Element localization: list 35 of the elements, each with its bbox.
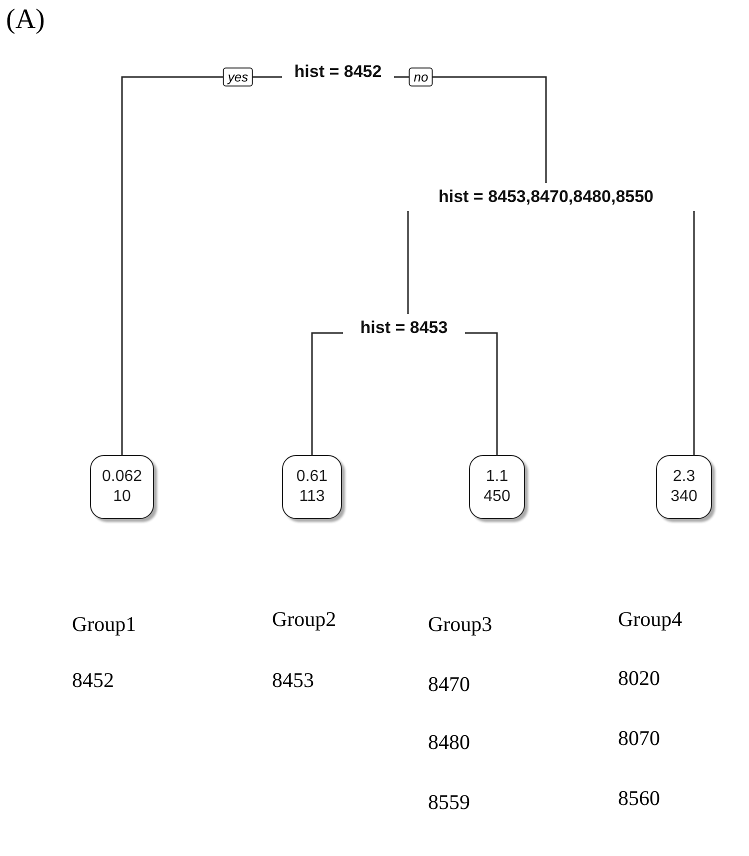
group-text: 8480 — [428, 730, 470, 755]
edge-label: yes — [222, 68, 254, 86]
connector-line — [465, 332, 498, 455]
split-label: hist = 8452 — [282, 58, 394, 86]
group-text: 8559 — [428, 790, 470, 815]
connector-line — [693, 211, 695, 455]
connector-line — [311, 332, 343, 455]
group-text: Group4 — [618, 607, 682, 632]
panel-label: (A) — [6, 4, 45, 36]
leaf-node — [469, 455, 525, 519]
group-text: 8020 — [618, 666, 660, 691]
node-value: 1.1 — [486, 467, 508, 487]
group-text: Group3 — [428, 612, 492, 637]
group-text: 8560 — [618, 786, 660, 811]
connector-line — [407, 211, 409, 314]
edge-label: no — [408, 68, 434, 86]
connector-line — [121, 76, 282, 455]
group-text: 8470 — [428, 672, 470, 697]
node-value: 0.062 — [102, 467, 142, 487]
group-text: 8452 — [72, 668, 114, 693]
group-text: Group1 — [72, 612, 136, 637]
node-count: 113 — [299, 487, 325, 507]
group-text: Group2 — [272, 607, 336, 632]
node-value: 0.61 — [296, 467, 328, 487]
group-text: 8070 — [618, 726, 660, 751]
node-value: 2.3 — [672, 467, 696, 487]
node-count: 450 — [484, 487, 510, 507]
node-count: 10 — [113, 487, 131, 507]
split-label: hist = 8453,8470,8480,8550 — [388, 183, 704, 211]
split-label: hist = 8453 — [343, 314, 465, 342]
group-text: 8453 — [272, 668, 314, 693]
node-count: 340 — [670, 487, 698, 507]
leaf-node — [282, 455, 342, 519]
leaf-node — [90, 455, 154, 519]
leaf-node — [656, 455, 712, 519]
